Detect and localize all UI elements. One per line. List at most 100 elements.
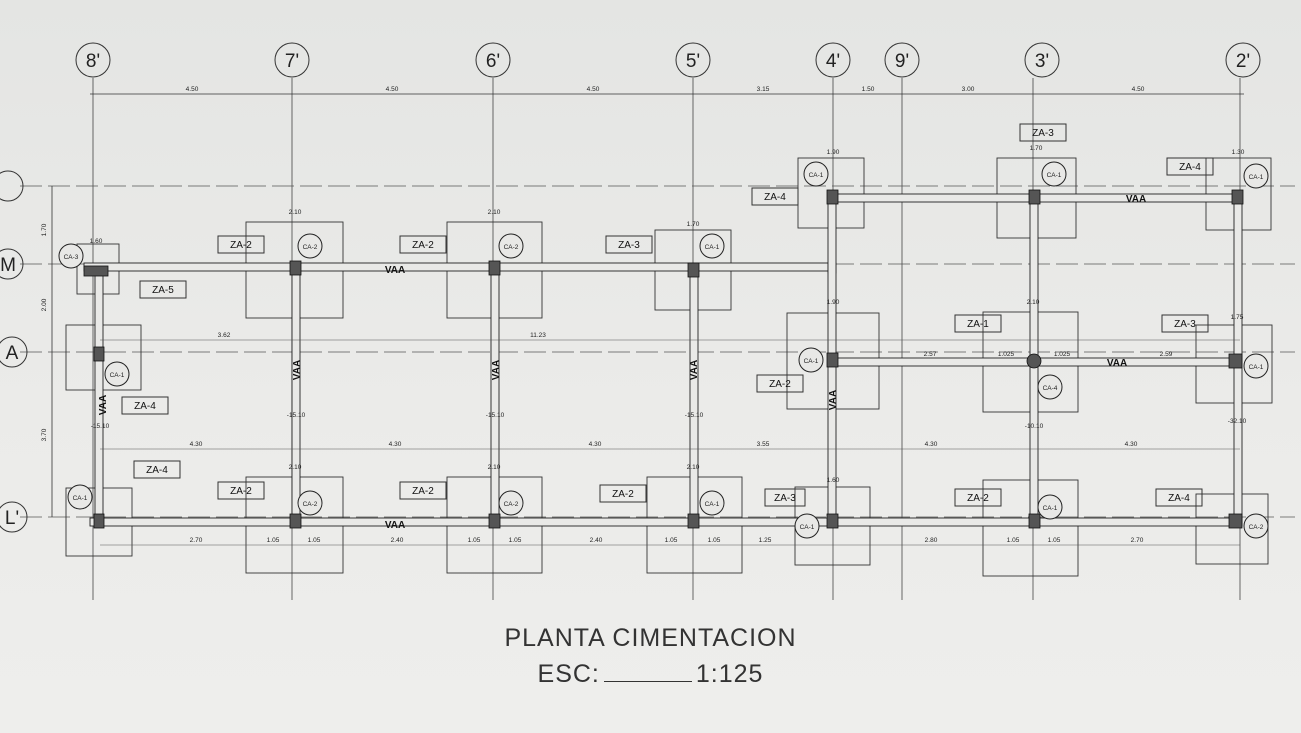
svg-text:CA-1: CA-1 (1047, 172, 1062, 179)
svg-text:CA-1: CA-1 (110, 372, 125, 379)
top-dim-7: 4.50 (1132, 86, 1145, 93)
ca-marker: CA-1 (699, 490, 725, 516)
svg-text:2.80: 2.80 (925, 537, 938, 544)
footing-tag: ZA-4 (121, 396, 169, 415)
ca-marker: CA-3 (58, 243, 84, 269)
svg-text:1.60: 1.60 (827, 477, 840, 484)
beam-labels: VAA VAA VAA VAA VAA VAA VAA VAA VAA (98, 194, 1146, 531)
svg-text:ZA-2: ZA-2 (412, 486, 434, 497)
svg-text:CA-1: CA-1 (705, 244, 720, 251)
ca-marker: CA-1 (1243, 353, 1269, 379)
footing-tag: ZA-1 (954, 314, 1002, 333)
ca-marker: CA-2 (297, 233, 323, 259)
footing-pads (65, 157, 1273, 577)
svg-text:ZA-2: ZA-2 (967, 493, 989, 504)
axis-bubble-5: 5' (675, 42, 711, 78)
footing-width-dims: 2.10 2.10 1.70 1.90 1.70 1.30 1.60 2.10 … (90, 145, 1245, 484)
column (488, 260, 501, 276)
svg-text:1.05: 1.05 (468, 537, 481, 544)
svg-text:4.30: 4.30 (389, 441, 402, 448)
footing-tag: ZA-2 (756, 374, 804, 393)
svg-text:ZA-2: ZA-2 (612, 489, 634, 500)
svg-text:CA-1: CA-1 (1249, 364, 1264, 371)
footing-tag: ZA-2 (399, 235, 447, 254)
svg-text:1.05: 1.05 (1007, 537, 1020, 544)
bottom-dims: 2.70 1.05 1.05 2.40 1.05 1.05 2.40 1.05 … (190, 537, 1144, 544)
svg-text:4.30: 4.30 (190, 441, 203, 448)
footing-tag: ZA-2 (599, 484, 647, 503)
row-axis-lines (20, 185, 1295, 518)
svg-text:1.25: 1.25 (759, 537, 772, 544)
svg-text:CA-2: CA-2 (1249, 524, 1264, 531)
column (83, 265, 109, 277)
beam-label: VAA (385, 265, 405, 276)
svg-text:2.10: 2.10 (488, 209, 501, 216)
top-dimension-line: 4.50 4.50 4.50 3.15 1.50 3.00 4.50 (90, 86, 1244, 95)
svg-text:1.60: 1.60 (90, 238, 103, 245)
footing-tags: ZA-2 ZA-2 ZA-3 ZA-4 ZA-3 ZA-4 ZA-5 ZA-4 … (121, 123, 1214, 507)
footing-tag: ZA-4 (133, 460, 181, 479)
ca-marker: CA-1 (699, 233, 725, 259)
svg-text:CA-3: CA-3 (64, 254, 79, 261)
footing-tag: ZA-2 (217, 235, 265, 254)
svg-text:ZA-4: ZA-4 (764, 192, 786, 203)
footing-tag: ZA-4 (751, 187, 799, 206)
ca-marker: CA-1 (1041, 161, 1067, 187)
scale-underline (603, 681, 692, 682)
left-dim-2: 2.00 (41, 298, 48, 311)
svg-text:ZA-4: ZA-4 (1168, 493, 1190, 504)
axis-label-m: M (0, 255, 16, 276)
footing-tag: ZA-3 (1019, 123, 1067, 142)
svg-text:ZA-2: ZA-2 (412, 240, 434, 251)
svg-text:1.30: 1.30 (1232, 149, 1245, 156)
svg-text:-15.10: -15.10 (91, 423, 110, 430)
axis-bubble-a: A (0, 336, 28, 368)
svg-text:ZA-2: ZA-2 (230, 240, 252, 251)
svg-text:ZA-5: ZA-5 (152, 285, 174, 296)
svg-text:2.70: 2.70 (1131, 537, 1144, 544)
scale-label: ESC: (537, 660, 600, 688)
ca-marker: CA-4 (1037, 374, 1063, 400)
svg-text:4.30: 4.30 (589, 441, 602, 448)
svg-text:1.025: 1.025 (998, 351, 1015, 358)
svg-text:1.025: 1.025 (1054, 351, 1071, 358)
svg-text:2.10: 2.10 (289, 464, 302, 471)
axis-bubble-m: M (0, 248, 24, 280)
ca-marker: CA-2 (297, 490, 323, 516)
svg-text:CA-2: CA-2 (303, 501, 318, 508)
svg-text:ZA-3: ZA-3 (1032, 128, 1054, 139)
beam-label: VAA (828, 390, 839, 410)
top-dim-6: 3.00 (962, 86, 975, 93)
svg-text:CA-1: CA-1 (800, 524, 815, 531)
svg-text:ZA-4: ZA-4 (146, 465, 168, 476)
svg-text:3.62: 3.62 (218, 332, 231, 339)
axis-label-2: 2' (1236, 51, 1250, 72)
svg-text:ZA-4: ZA-4 (134, 401, 156, 412)
axis-label-3: 3' (1035, 51, 1049, 72)
svg-text:ZA-4: ZA-4 (1179, 162, 1201, 173)
scale-value: 1:125 (695, 660, 764, 688)
svg-text:ZA-3: ZA-3 (774, 493, 796, 504)
svg-text:2.10: 2.10 (687, 464, 700, 471)
svg-text:1.90: 1.90 (827, 299, 840, 306)
beam-m-row (83, 262, 835, 272)
column (289, 260, 302, 276)
row-bubble-top (0, 170, 24, 202)
svg-text:1.05: 1.05 (509, 537, 522, 544)
svg-text:CA-1: CA-1 (809, 172, 824, 179)
svg-text:-32.10: -32.10 (1228, 418, 1247, 425)
axis-bubble-6: 6' (475, 42, 511, 78)
ca-markers: CA-2 CA-2 CA-1 CA-1 CA-1 CA-1 CA-3 CA-1 … (58, 161, 1269, 539)
svg-text:4.30: 4.30 (925, 441, 938, 448)
beam-col-7 (291, 266, 301, 526)
top-dim-1: 4.50 (186, 86, 199, 93)
column (1026, 353, 1042, 369)
columns (83, 189, 1244, 529)
svg-text:1.05: 1.05 (1048, 537, 1061, 544)
footing-tag: ZA-3 (764, 488, 806, 507)
svg-text:2.10: 2.10 (488, 464, 501, 471)
beam-span-dims: 4.30 4.30 4.30 3.55 4.30 4.30 (190, 441, 1138, 448)
footing-tag: ZA-4 (1166, 157, 1214, 176)
plan-scale: ESC: 1:125 (0, 660, 1301, 689)
axis-bubble-4: 4' (815, 42, 851, 78)
